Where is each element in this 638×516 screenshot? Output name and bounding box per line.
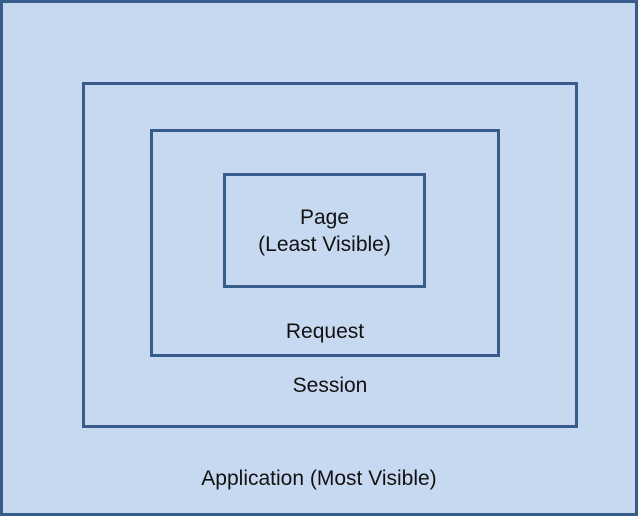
page-label-line1: Page	[299, 205, 350, 229]
request-label: Request	[285, 320, 365, 343]
page-label-line2: (Least Visible)	[258, 232, 391, 256]
application-label: Application (Most Visible)	[201, 467, 437, 490]
session-label: Session	[292, 374, 368, 397]
page-scope-box: Page (Least Visible)	[223, 173, 426, 288]
